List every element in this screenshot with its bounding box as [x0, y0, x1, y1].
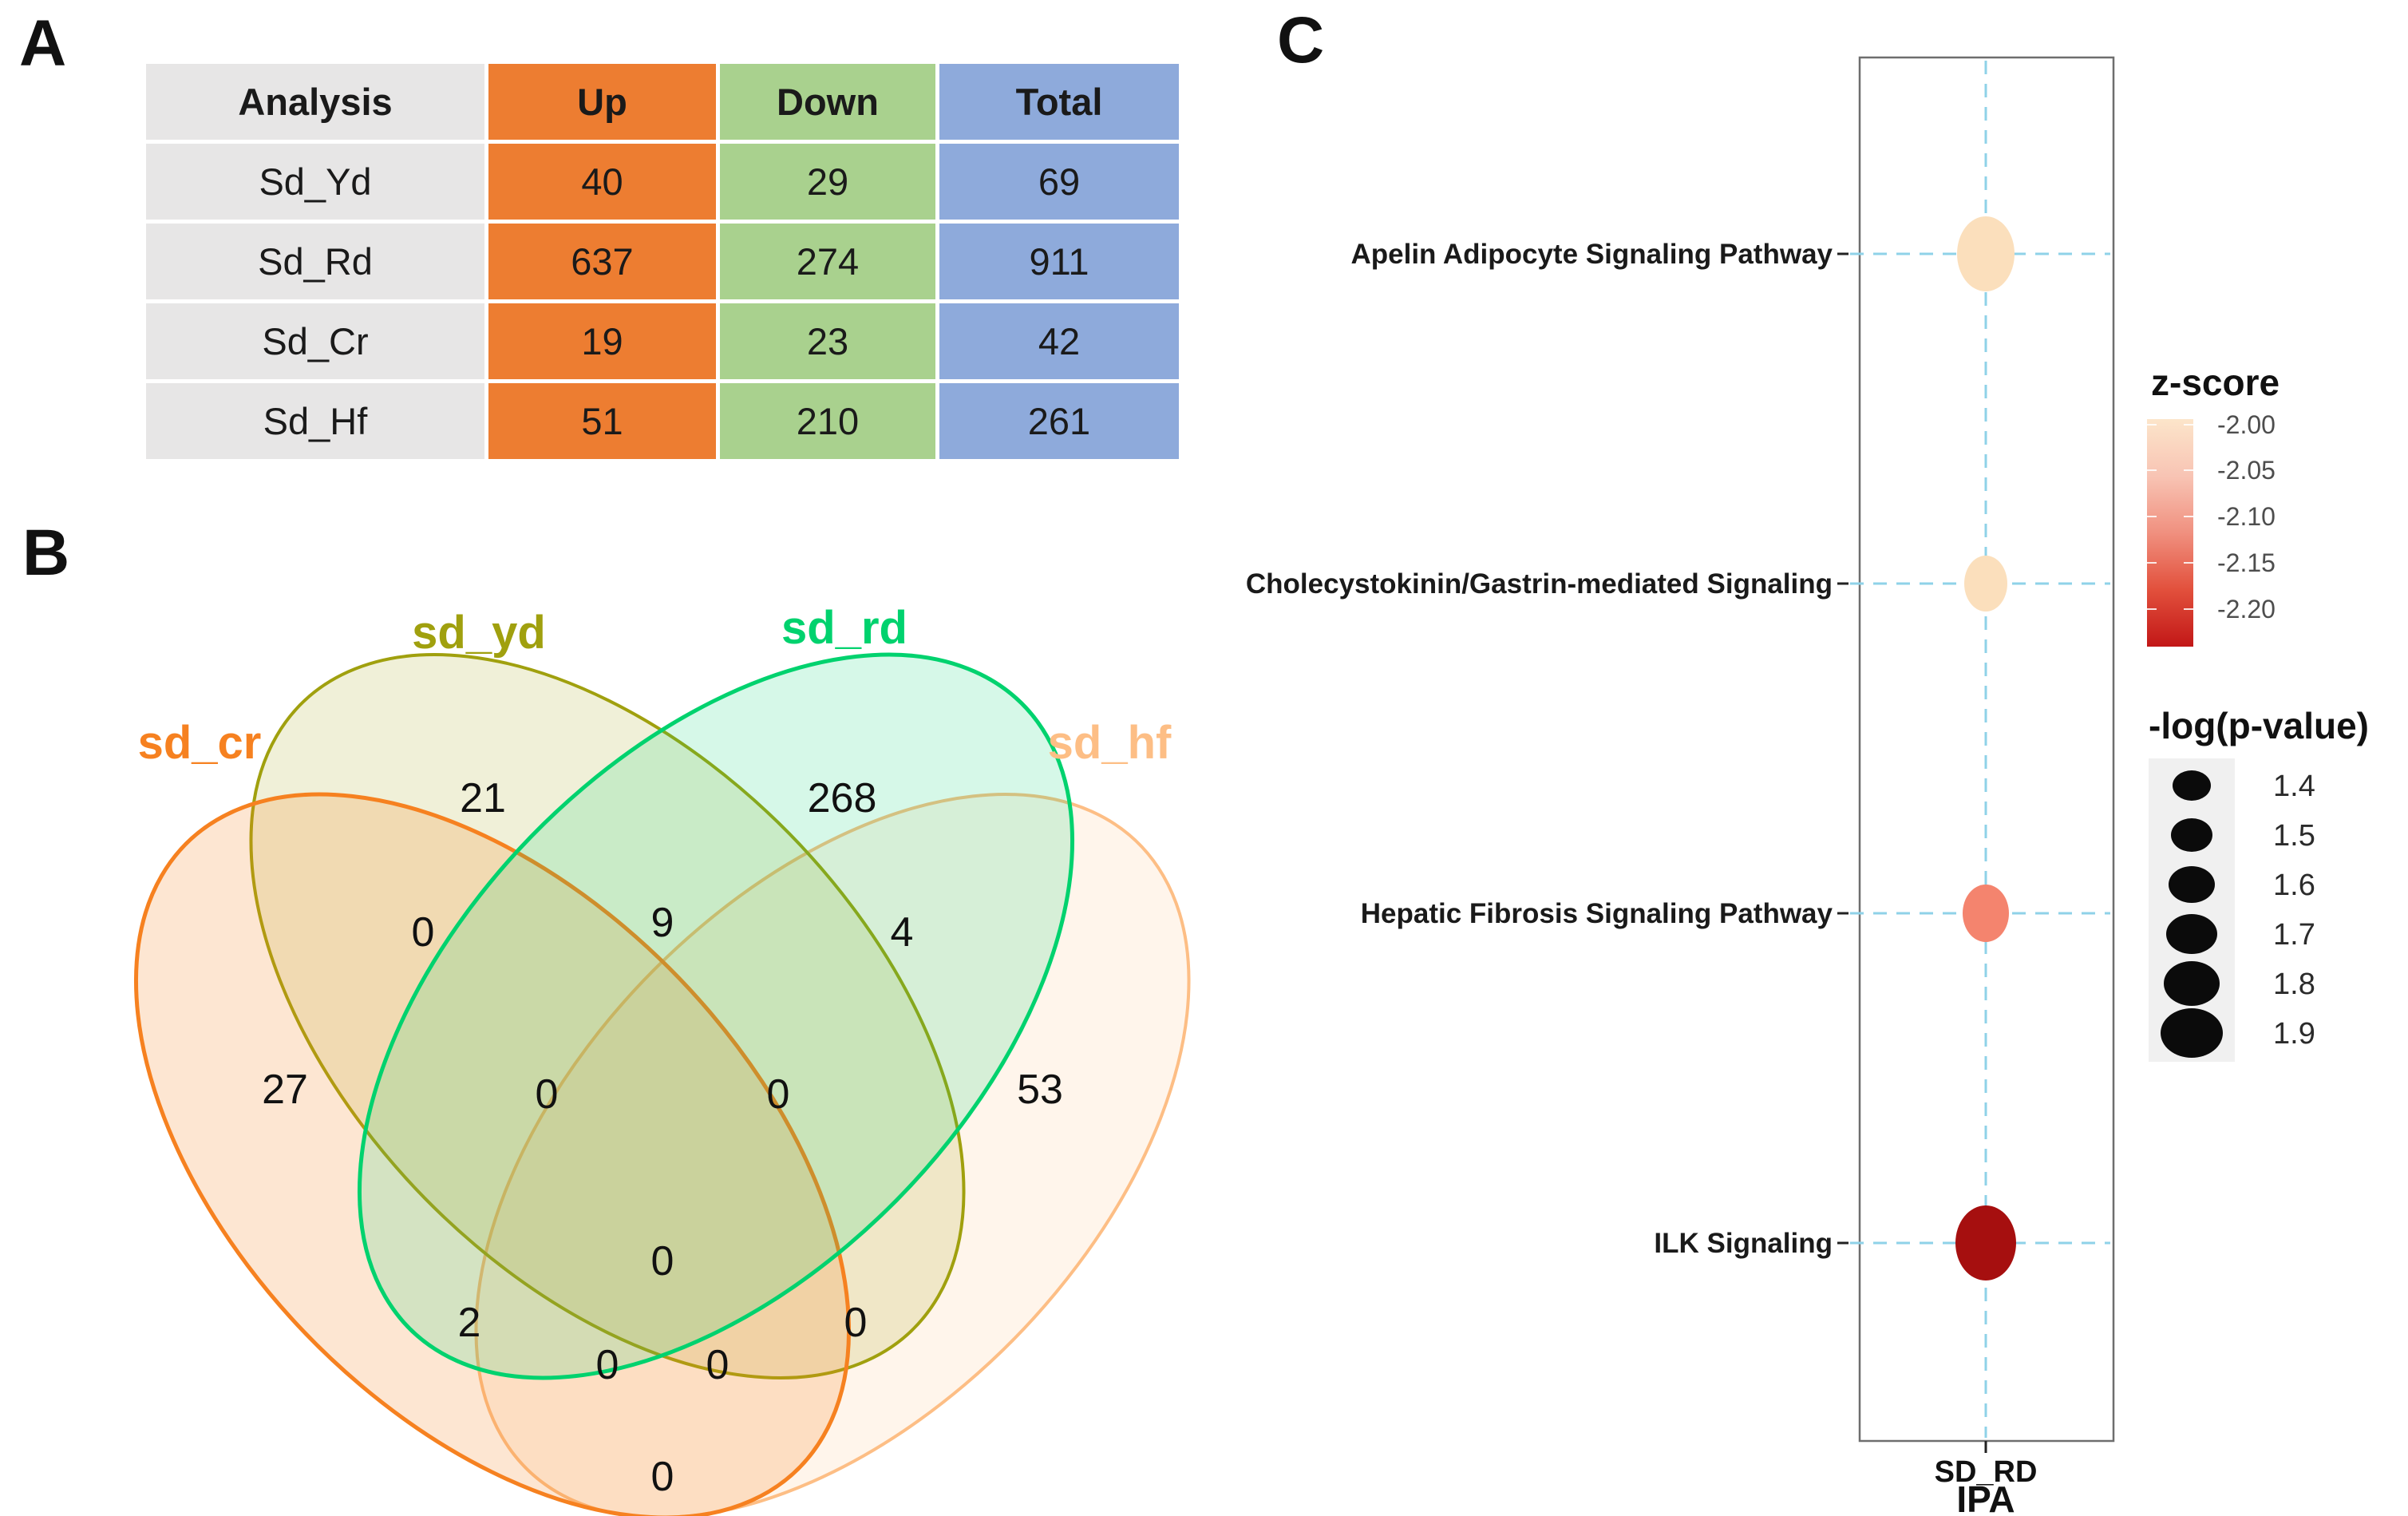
- table-cell-up: 637: [488, 224, 716, 299]
- zscore-tick-label: -2.05: [2217, 456, 2276, 485]
- panel-c-letter: C: [1277, 4, 1325, 77]
- zscore-gradient-ticks: [2147, 424, 2193, 610]
- logp-size-dot: [2161, 1008, 2223, 1058]
- venn-count-hf-only: 53: [1017, 1067, 1063, 1113]
- table-cell-down: 29: [720, 144, 935, 220]
- logp-size-label: 1.9: [2273, 1017, 2315, 1051]
- venn-count-cr-hf: 0: [651, 1454, 674, 1500]
- venn-set-label-sd-cr: sd_cr: [138, 717, 262, 769]
- venn-count-cr-only: 27: [262, 1067, 308, 1113]
- venn-count-yd-rd: 9: [651, 900, 674, 946]
- panel-a-letter: A: [19, 7, 67, 80]
- dot-apelin: [1957, 216, 2015, 291]
- deg-summary-table: Analysis Up Down Total Sd_Yd 40 29 69 Sd…: [146, 64, 1179, 459]
- venn-ellipse-sd-cr: [30, 647, 956, 1516]
- venn-set-label-sd-hf: sd_hf: [1048, 717, 1172, 769]
- venn-set-label-sd-yd: sd_yd: [412, 607, 546, 659]
- logp-size-dot: [2171, 818, 2212, 852]
- venn-count-cr-yd: 0: [412, 909, 435, 956]
- dot-cholecystokinin: [1964, 556, 2007, 612]
- table-cell-analysis: Sd_Hf: [146, 383, 484, 459]
- venn-count-cr-yd-hf: 0: [706, 1342, 730, 1388]
- logp-size-dot: [2173, 770, 2211, 801]
- venn-count-yd-only: 21: [460, 775, 506, 821]
- table-cell-total: 42: [939, 303, 1179, 379]
- zscore-gradient-bar: [2147, 419, 2193, 647]
- venn-ellipse-sd-yd: [144, 508, 1071, 1516]
- pathway-label-hepatic-fibrosis: Hepatic Fibrosis Signaling Pathway: [1361, 898, 1833, 929]
- venn-ellipse-sd-rd: [253, 508, 1180, 1516]
- dot-ilk: [1955, 1205, 2016, 1280]
- table-cell-down: 210: [720, 383, 935, 459]
- zscore-tick-label: -2.00: [2217, 410, 2276, 439]
- venn-count-rd-hf: 4: [891, 909, 914, 956]
- logp-legend-title: -log(p-value): [2149, 705, 2369, 746]
- table-cell-total: 261: [939, 383, 1179, 459]
- table-cell-analysis: Sd_Cr: [146, 303, 484, 379]
- logp-size-label: 1.8: [2273, 968, 2315, 1001]
- x-axis-tick-label: SD_RD: [1935, 1455, 2038, 1489]
- dot-hepatic-fibrosis: [1963, 885, 2009, 942]
- table-cell-up: 51: [488, 383, 716, 459]
- venn-count-yd-hf: 0: [844, 1300, 868, 1346]
- venn-count-cr-rd: 2: [458, 1300, 481, 1346]
- logp-size-dot: [2169, 866, 2215, 903]
- table-header-down: Down: [720, 64, 935, 140]
- table-cell-up: 19: [488, 303, 716, 379]
- venn-count-yd-rd-hf: 0: [767, 1071, 790, 1118]
- pathway-label-apelin: Apelin Adipocyte Signaling Pathway: [1350, 239, 1833, 270]
- table-cell-down: 23: [720, 303, 935, 379]
- logp-size-label: 1.5: [2273, 819, 2315, 853]
- table-cell-up: 40: [488, 144, 716, 220]
- venn-set-label-sd-rd: sd_rd: [781, 602, 907, 654]
- logp-size-label: 1.4: [2273, 770, 2315, 803]
- venn-count-all-four: 0: [651, 1238, 674, 1284]
- logp-size-label: 1.6: [2273, 869, 2315, 902]
- zscore-tick-label: -2.15: [2217, 548, 2276, 577]
- panel-b-letter: B: [22, 517, 70, 589]
- venn-count-cr-rd-hf: 0: [596, 1342, 619, 1388]
- logp-size-dot: [2164, 961, 2220, 1006]
- pathway-label-ilk: ILK Signaling: [1654, 1228, 1833, 1259]
- pathway-label-cholecystokinin: Cholecystokinin/Gastrin-mediated Signali…: [1246, 568, 1833, 600]
- table-cell-analysis: Sd_Rd: [146, 224, 484, 299]
- table-cell-down: 274: [720, 224, 935, 299]
- logp-size-dot: [2166, 914, 2217, 954]
- table-cell-analysis: Sd_Yd: [146, 144, 484, 220]
- zscore-tick-label: -2.10: [2217, 502, 2276, 531]
- logp-size-label: 1.7: [2273, 918, 2315, 952]
- venn-ellipse-sd-hf: [370, 647, 1296, 1516]
- table-header-analysis: Analysis: [146, 64, 484, 140]
- zscore-tick-label: -2.20: [2217, 595, 2276, 623]
- table-header-total: Total: [939, 64, 1179, 140]
- table-cell-total: 911: [939, 224, 1179, 299]
- venn-count-cr-yd-rd: 0: [536, 1071, 559, 1118]
- zscore-legend-title: z-score: [2151, 362, 2279, 403]
- venn-count-rd-only: 268: [808, 775, 877, 821]
- table-header-up: Up: [488, 64, 716, 140]
- x-axis-title: IPA: [1956, 1478, 2015, 1516]
- table-cell-total: 69: [939, 144, 1179, 220]
